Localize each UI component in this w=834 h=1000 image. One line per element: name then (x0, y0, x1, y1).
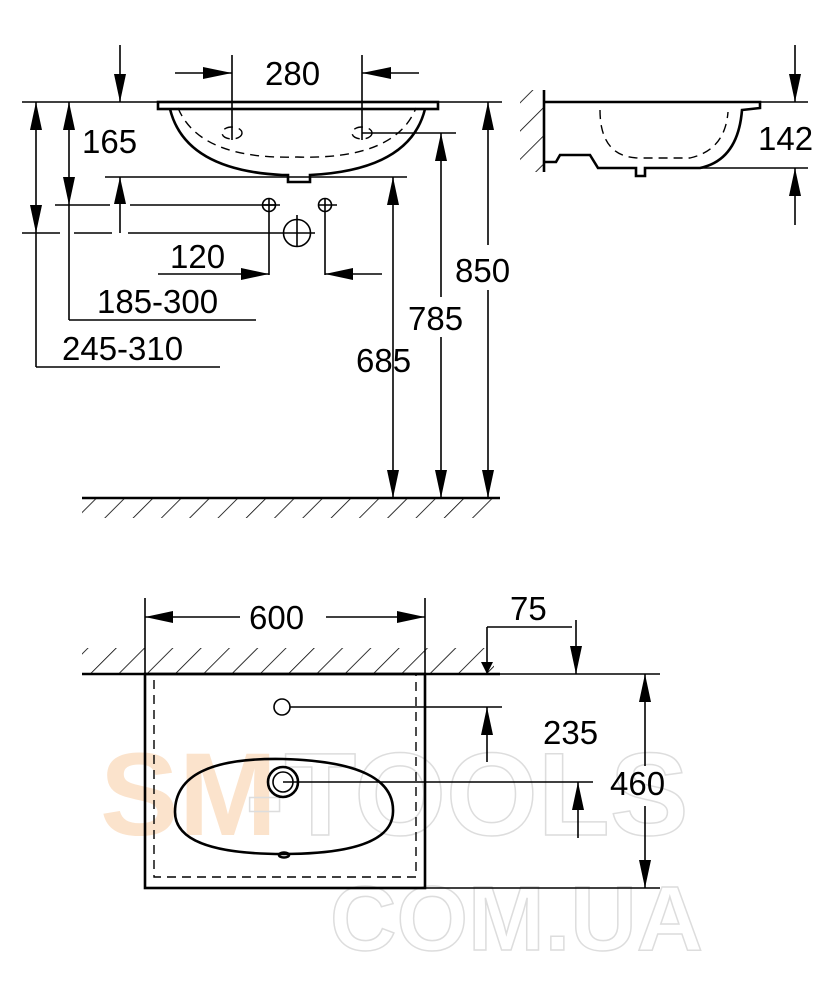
dim-tap-to-drain: 235 (543, 714, 598, 751)
side-basin (544, 100, 762, 178)
bowl-outline (173, 757, 395, 856)
dim-width: 600 (249, 599, 304, 636)
dim-valve-spacing: 120 (170, 238, 225, 275)
overflow (277, 851, 291, 859)
dim-valve-height: 185-300 (97, 283, 218, 320)
dim-depth: 460 (610, 765, 665, 802)
dim-basin-depth: 165 (82, 123, 137, 160)
watermark-sm: SM (100, 729, 277, 861)
dim-drain-height: 245-310 (62, 330, 183, 367)
watermark: SM -TOOLS COM.UA (100, 728, 704, 971)
dim-faucet-spacing: 280 (265, 55, 320, 92)
basin-rim (156, 100, 440, 111)
tap-hole (273, 698, 291, 716)
dim-rim-height: 850 (455, 252, 510, 289)
top-view: 600 75 235 460 (82, 590, 665, 890)
dim-side-depth: 142 (758, 120, 813, 157)
dim-bottom-height: 685 (356, 342, 411, 379)
watermark-tools: -TOOLS (245, 729, 689, 861)
dim-tap-height: 785 (408, 300, 463, 337)
dim-wall-offset: 75 (510, 590, 547, 627)
watermark-com-ua: COM.UA (330, 868, 703, 970)
front-view: 280 165 120 185-300 245-310 685 785 (22, 45, 510, 524)
side-view: 142 (520, 45, 813, 225)
basin-bowl (168, 108, 427, 184)
basin-outline (143, 672, 427, 890)
